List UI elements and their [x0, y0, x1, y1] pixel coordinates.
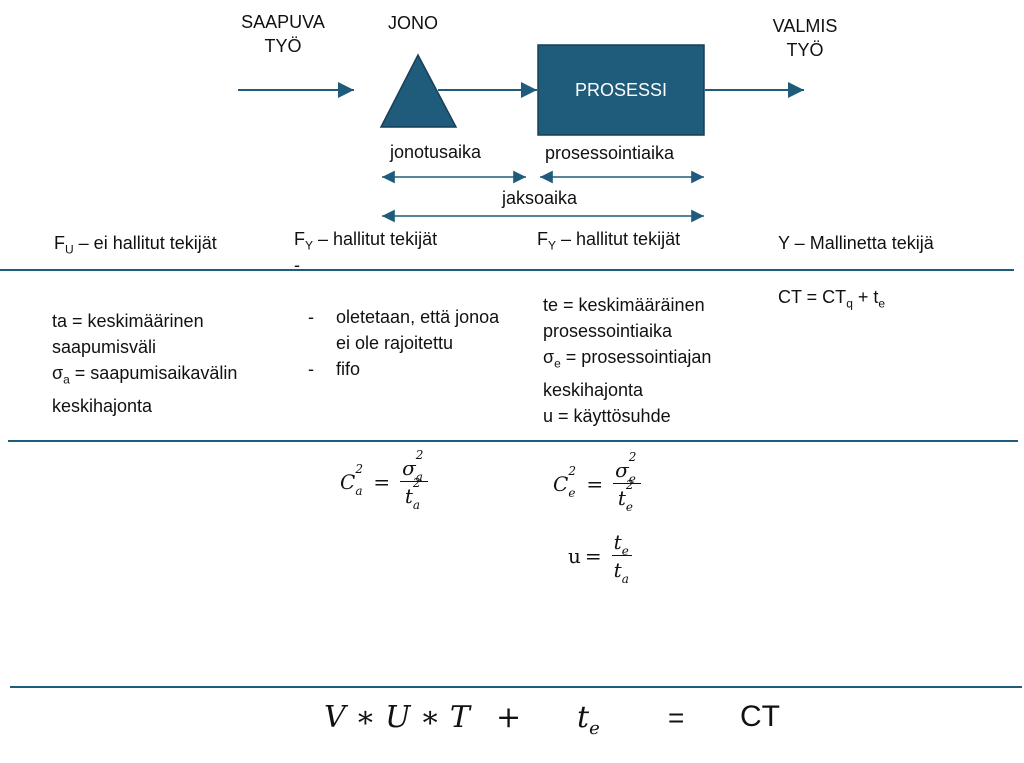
queue-label: JONO — [388, 13, 439, 33]
list-item: oletetaan, että jonoa ei ole rajoitettu — [308, 304, 508, 356]
process-box — [537, 44, 705, 136]
process-label: PROSESSI — [574, 80, 668, 100]
queue-time-label: jonotusaika — [390, 142, 482, 162]
cycle-time-label: jaksoaika — [502, 188, 578, 208]
col2-list: oletetaan, että jonoa ei ole rajoitettu … — [308, 304, 508, 382]
utilization-text: u = käyttösuhde — [543, 405, 671, 426]
queue-triangle — [379, 53, 458, 128]
col1-heading: FU – ei hallitut tekijät — [54, 233, 217, 257]
arrival-label: SAAPUVA TYÖ — [241, 12, 325, 56]
process-std-text: σe = prosessointiajan keskihajonta — [543, 347, 712, 400]
ct-formula: CT = CTq + te — [778, 287, 886, 311]
process-time-label: prosessointiaika — [545, 143, 675, 163]
equals-sign: = — [668, 702, 685, 733]
ct-term: CT — [740, 700, 780, 733]
plus-sign: + — [496, 700, 522, 735]
divider-bottom — [10, 686, 1022, 688]
done-label: VALMIS TYÖ — [772, 16, 838, 60]
col2-dash: - — [294, 255, 300, 275]
col4-heading: Y – Mallinetta tekijä — [778, 233, 934, 253]
flow-diagram — [238, 44, 804, 223]
interarrival-std-text: σa = saapumisaikavälin keskihajonta — [52, 363, 238, 416]
mean-process-time-text: te = keskimääräinen prosessointiaika — [543, 295, 705, 341]
list-item: fifo — [308, 356, 508, 382]
col1-details: ta = keskimäärinen saapumisväli σa = saa… — [52, 308, 282, 419]
mean-interarrival-text: ta = keskimäärinen saapumisväli — [52, 311, 204, 357]
te-term: te — [577, 700, 600, 739]
vut-term: V ∗ U ∗ T — [324, 700, 470, 735]
col3-details: te = keskimääräinen prosessointiaika σe … — [543, 292, 763, 429]
divider-top — [0, 269, 1014, 271]
col2-heading: FY – hallitut tekijät — [294, 229, 438, 253]
divider-middle — [8, 440, 1018, 442]
col3-heading: FY – hallitut tekijät — [537, 229, 681, 253]
